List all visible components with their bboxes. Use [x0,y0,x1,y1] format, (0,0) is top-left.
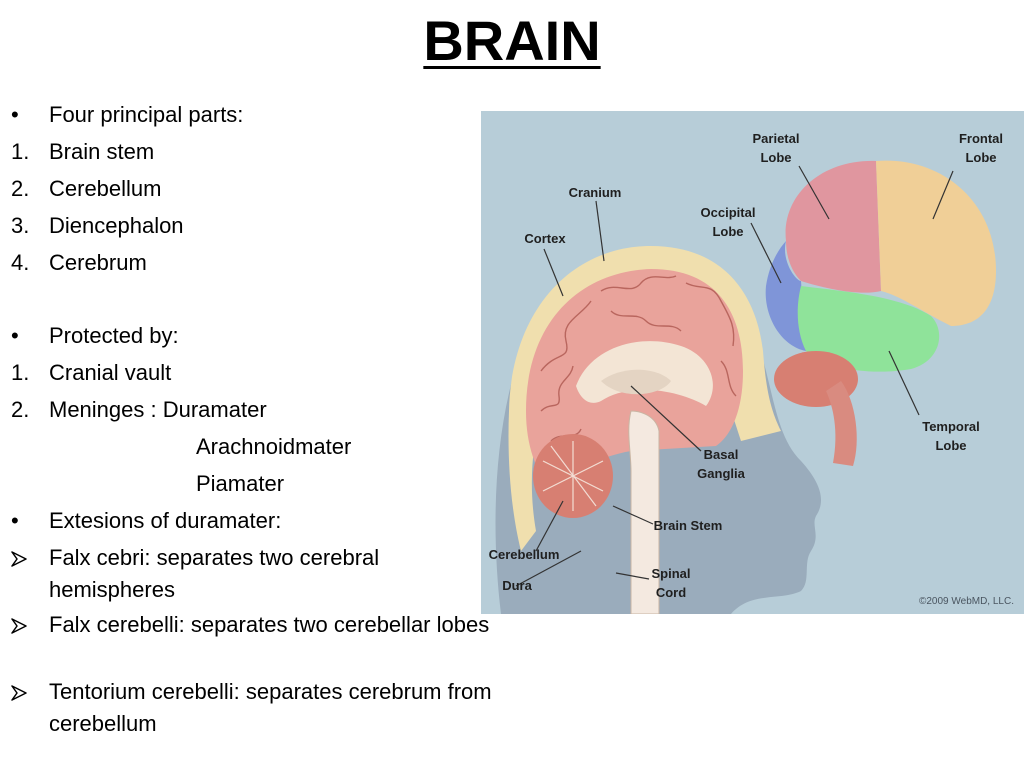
list-item-text: Cranial vault [49,360,172,385]
list-item-text: Piamater [196,471,285,496]
arrow-bullet-icon [11,542,27,567]
bullet-marker: • [11,323,19,348]
arrow-bullet-icon [11,609,27,634]
label-cerebellum: Cerebellum [489,547,560,562]
parietal-lobe [785,160,881,293]
label-occipital: Lobe [712,224,743,239]
frontal-lobe [876,160,996,326]
list-item-text: Tentorium cerebelli: separates cerebrum … [49,679,492,736]
slide-title: BRAIN [423,9,601,72]
cerebellum-folia [542,441,604,511]
number-marker: 1. [11,360,30,385]
number-marker: 4. [11,250,30,275]
list-item-text: Cerebellum [49,176,162,201]
label-parietal: Lobe [760,150,791,165]
brainstem-cord [628,410,660,614]
label-brain-stem: Brain Stem [654,518,723,533]
label-cortex: Cortex [524,231,566,246]
list-item-text: Diencephalon [49,213,184,238]
list-item-text: Four principal parts: [49,102,244,127]
brain-anatomy-figure: Parietal Lobe Frontal Lobe Occipital Lob… [481,111,1024,614]
label-basal: Basal [704,447,739,462]
label-basal: Ganglia [697,466,745,481]
label-frontal: Lobe [965,150,996,165]
label-spinal-cord: Cord [656,585,686,600]
copyright-notice: ©2009 WebMD, LLC. [919,596,1014,607]
list-item-text: Meninges : Duramater [49,397,267,422]
bullet-marker: • [11,508,19,533]
label-parietal: Parietal [753,131,800,146]
number-marker: 2. [11,176,30,201]
lateral-brainstem [826,381,857,466]
number-marker: 3. [11,213,30,238]
thalamus [601,369,671,395]
list-item-text: Arachnoidmater [196,434,352,459]
temporal-lobe [797,286,940,372]
arrow-bullet-icon [11,676,27,701]
number-marker: 1. [11,139,30,164]
label-cranium: Cranium [569,185,622,200]
leader-lines [515,165,954,587]
bullet-list: • Four principal parts: 1. Brain stem 2.… [0,0,500,768]
label-occipital: Occipital [701,205,756,220]
label-spinal-cord: Spinal [651,566,690,581]
label-temporal: Lobe [935,438,966,453]
label-dura: Dura [502,578,532,593]
number-marker: 2. [11,397,30,422]
occipital-lobe [765,241,806,351]
list-item-text: Protected by: [49,323,179,348]
list-item-text: Falx cerebelli: separates two cerebellar… [49,612,490,637]
list-item-text: Falx cebri: separates two cerebral hemis… [49,545,380,602]
label-frontal: Frontal [959,131,1003,146]
list-item-text: Extesions of duramater: [49,508,282,533]
list-item-text: Brain stem [49,139,155,164]
list-item-text: Cerebrum [49,250,147,275]
bullet-marker: • [11,102,19,127]
label-temporal: Temporal [922,419,980,434]
